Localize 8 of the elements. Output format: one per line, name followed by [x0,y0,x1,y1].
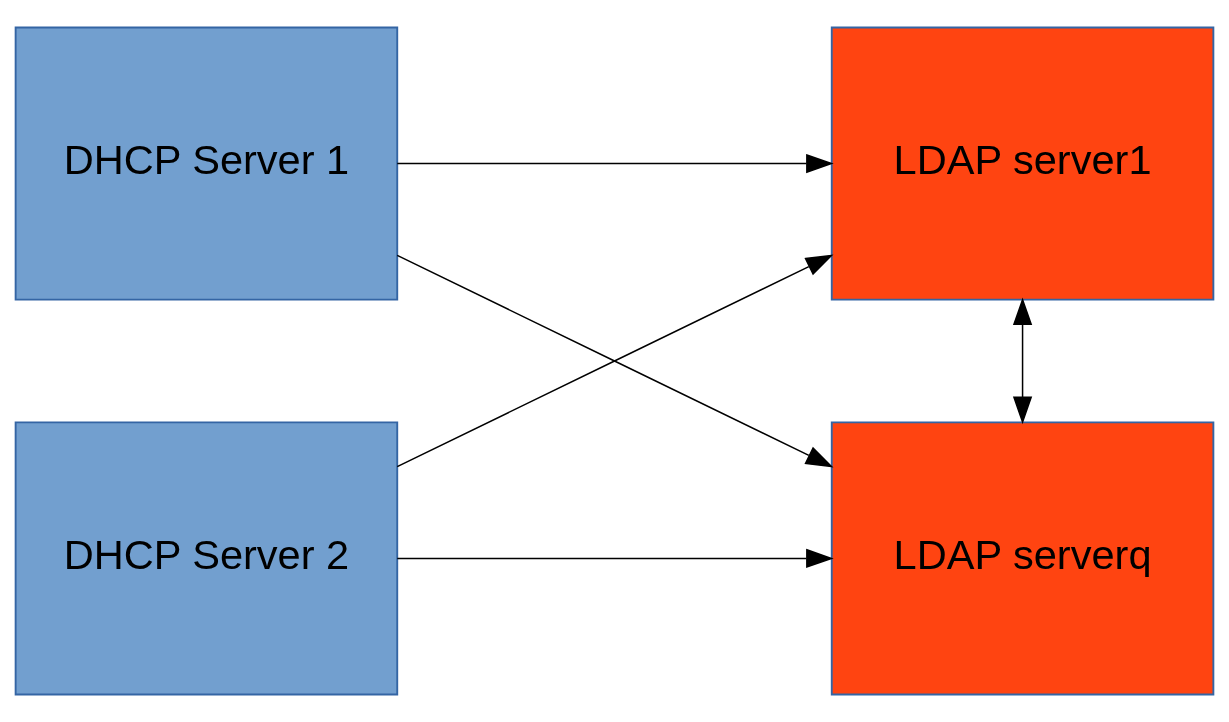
node-box: LDAP server1 [830,26,1215,301]
arrow [1012,297,1033,425]
node-box: DHCP Server 2 [14,421,399,696]
node-box: DHCP Server 1 [14,26,399,301]
arrow [396,548,834,569]
node-box: LDAP serverq [830,421,1215,696]
arrow [396,254,834,468]
arrow [396,153,834,174]
